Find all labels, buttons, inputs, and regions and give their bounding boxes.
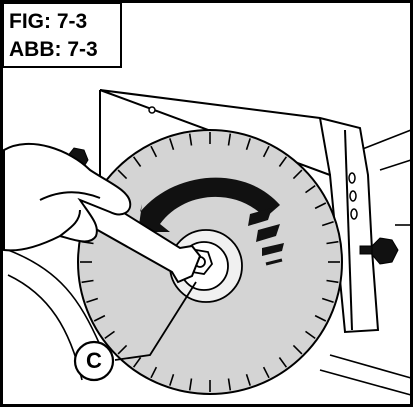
blade-segment-gap	[227, 378, 232, 391]
figure-label-abb: ABB: 7-3	[9, 38, 98, 61]
blade-segment-gap	[227, 133, 232, 146]
blade-segment-gap	[292, 344, 303, 355]
screw-icon	[148, 106, 156, 114]
callout-c-circle	[73, 340, 115, 382]
blade-segment-gap	[305, 330, 316, 340]
blade-segment-gap	[169, 138, 175, 151]
callout-c-label: C	[86, 348, 102, 373]
blade-segment-gap	[117, 169, 128, 180]
hand-icon	[3, 142, 132, 252]
blade-segment-gap	[245, 373, 251, 386]
callout-leader	[114, 281, 197, 361]
blade-segment-gap	[104, 330, 115, 340]
blade-segment-gap	[314, 202, 327, 210]
blade-segment-gap	[169, 373, 175, 386]
blade-segment-gap	[93, 314, 106, 322]
blade-segment-gap	[305, 184, 316, 194]
blade-segment-gap	[245, 138, 251, 151]
rotation-arrow-icon	[138, 177, 284, 266]
blade-segment-gap	[81, 279, 94, 284]
blade-segment-gap	[132, 156, 142, 167]
blade-segment-gap	[321, 297, 334, 303]
blade-segment-gap	[150, 145, 158, 158]
figure-label-fig: FIG: 7-3	[9, 10, 88, 33]
figure-label: FIG: 7-3 ABB: 7-3	[2, 2, 122, 68]
blade-segment-gap	[262, 366, 270, 379]
blade-segment-gap	[132, 357, 142, 368]
right-knob-icon	[359, 237, 399, 265]
blade-segment-gap	[321, 221, 334, 227]
blade-segment-gap	[150, 366, 158, 379]
blade-segment-gap	[278, 357, 288, 368]
blade-segment-gap	[188, 378, 193, 391]
blade-segment-gap	[188, 133, 193, 146]
blade-segment-gap	[326, 240, 339, 245]
blade-segment-gap	[262, 145, 270, 158]
blade-segment-gap	[86, 297, 99, 303]
blade-segment-gap	[292, 169, 303, 180]
blade-segment-gap	[117, 344, 128, 355]
blade-segment-gap	[314, 314, 327, 322]
blade-segment-gap	[278, 156, 288, 167]
blade-segment-gap	[326, 279, 339, 284]
guard-slots	[348, 172, 358, 220]
